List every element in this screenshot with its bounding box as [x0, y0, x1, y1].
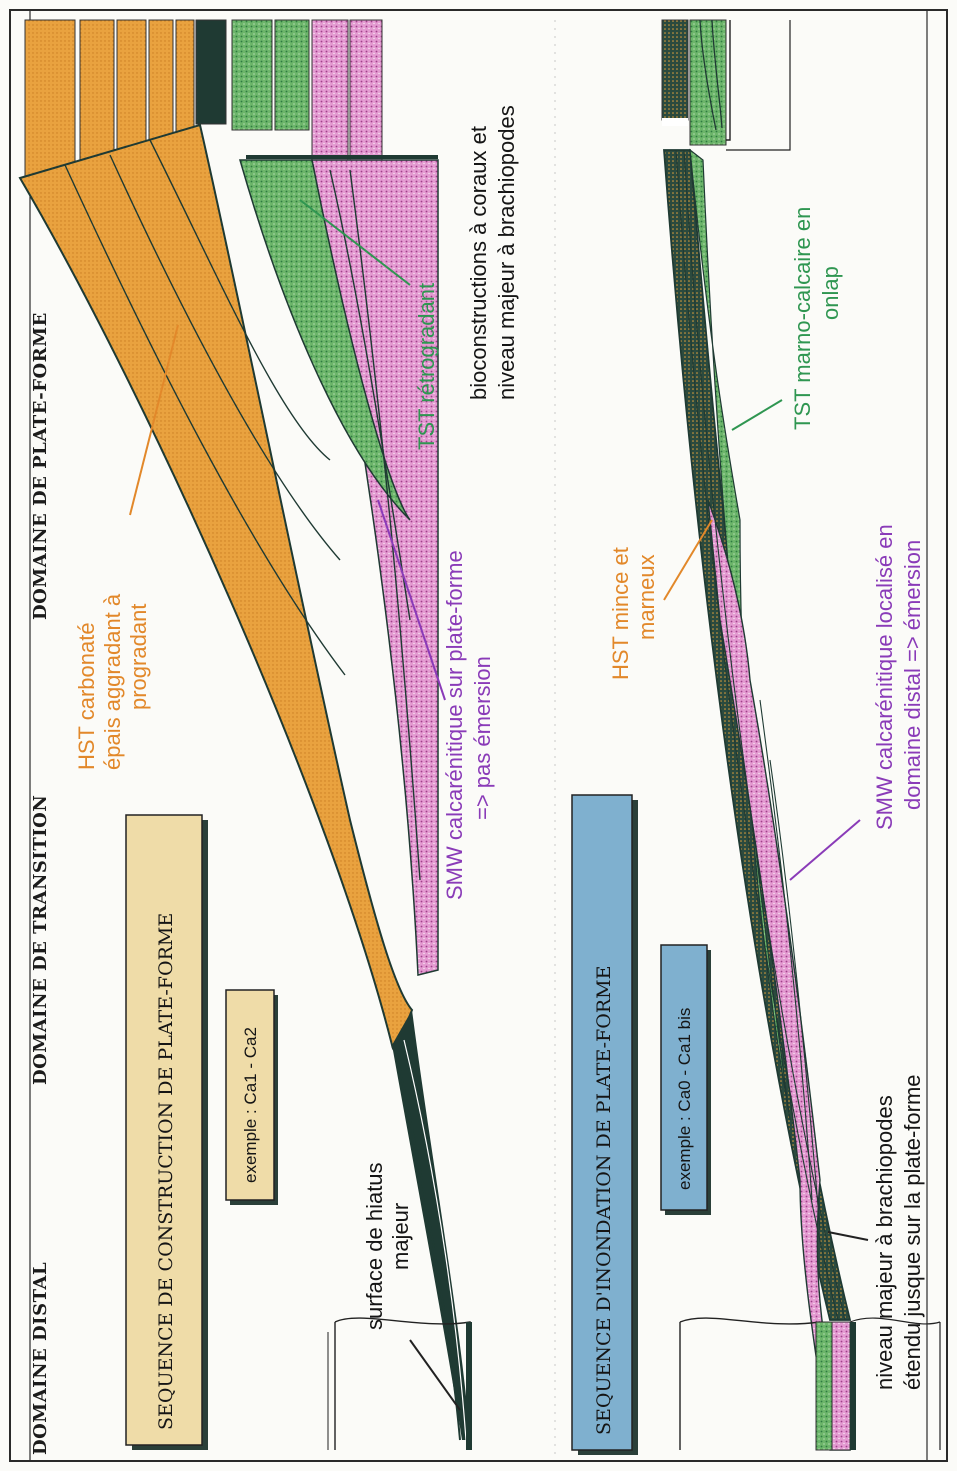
lower-example-box: exemple : Ca0 - Ca1 bis — [661, 945, 711, 1215]
lower-title-box: SEQUENCE D'INONDATION DE PLATE-FORME — [572, 795, 638, 1455]
lower-tst-pointer — [732, 400, 782, 430]
lower-smw-pointer — [790, 820, 860, 880]
domain-transition-label: DOMAINE DE TRANSITION — [30, 795, 51, 1085]
upper-title-box: SEQUENCE DE CONSTRUCTION DE PLATE-FORME — [126, 815, 208, 1450]
upper-hiatus-label-2: majeur — [388, 1203, 413, 1270]
upper-hst-label-3: progradant — [126, 604, 151, 710]
lower-brachio-label-2: étendu jusque sur la plate-forme — [900, 1074, 925, 1390]
upper-example-box: exemple : Ca1 - Ca2 — [226, 990, 278, 1205]
upper-hst-label-1: HST carbonaté — [74, 622, 99, 770]
lower-section: SEQUENCE D'INONDATION DE PLATE-FORME exe… — [572, 20, 940, 1455]
lower-smw-label-2: domaine distal => émersion — [900, 540, 925, 810]
upper-tst-label: TST rétrogradant — [414, 283, 439, 450]
upper-smw-label-2: => pas émersion — [470, 656, 495, 820]
upper-smw-label-1: SMW calcarénitique sur plate-forme — [442, 550, 467, 900]
lower-brachio-label-1: niveau majeur à brachiopodes — [872, 1095, 897, 1390]
upper-section: SEQUENCE DE CONSTRUCTION DE PLATE-FORME … — [20, 20, 519, 1450]
lower-smw-label-1: SMW calcarénitique localisé en — [872, 524, 897, 830]
lower-hst-label-2: marneux — [634, 554, 659, 640]
lower-brachio-pointer — [828, 1232, 868, 1240]
lower-hst-label-1: HST mince et — [608, 547, 633, 680]
domain-platform-label: DOMAINE DE PLATE-FORME — [30, 312, 51, 620]
upper-bio-label-2: niveau majeur à brachiopodes — [494, 105, 519, 400]
upper-hst-label-2: épais aggradant à — [100, 593, 125, 770]
upper-example-text: exemple : Ca1 - Ca2 — [241, 1027, 260, 1183]
lower-distal-column — [680, 1318, 820, 1450]
lower-tst-label-2: onlap — [818, 266, 843, 320]
domain-distal-label: DOMAINE DISTAL — [30, 1262, 51, 1455]
lower-example-text: exemple : Ca0 - Ca1 bis — [675, 1008, 694, 1190]
lower-tst-label-1: TST marno-calcaire en — [790, 207, 815, 430]
lower-title-text: SEQUENCE D'INONDATION DE PLATE-FORME — [593, 966, 615, 1435]
upper-title-text: SEQUENCE DE CONSTRUCTION DE PLATE-FORME — [155, 913, 177, 1430]
lower-platform-top — [662, 20, 790, 150]
upper-bio-label-1: bioconstructions à coraux et — [466, 126, 491, 400]
upper-hiatus-label-1: surface de hiatus — [362, 1162, 387, 1330]
